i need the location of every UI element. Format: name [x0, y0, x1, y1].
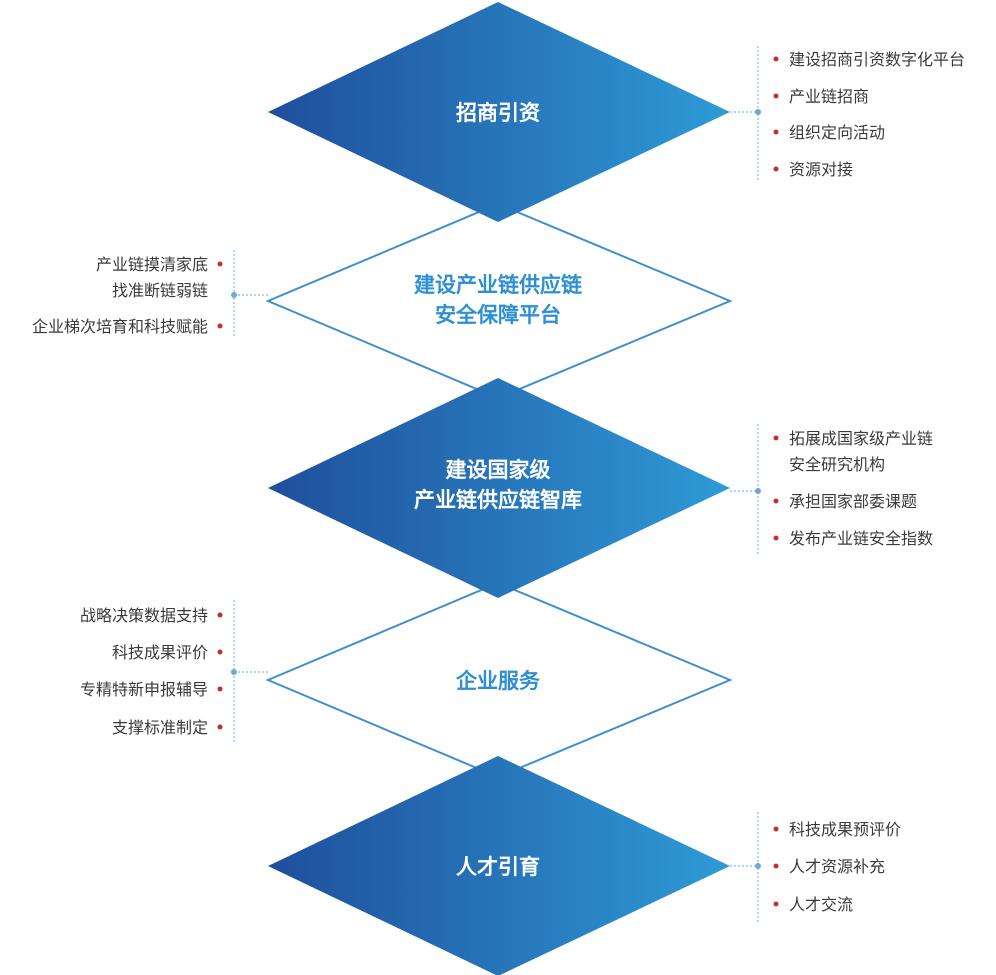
annotation-item: 科技成果评价 — [112, 643, 208, 662]
annotation-item: 人才交流 — [789, 895, 853, 914]
annotation-item: 承担国家部委课题 — [789, 492, 917, 511]
node-title-enterprise-service: 企业服务 — [455, 669, 541, 693]
bullet — [773, 498, 779, 504]
connector-dot-think-tank — [755, 488, 761, 494]
bullet — [773, 901, 779, 907]
bullet — [217, 686, 223, 692]
bullet — [773, 166, 779, 172]
annotation-item: 资源对接 — [789, 160, 853, 179]
annotation-item: 专精特新申报辅导 — [80, 680, 208, 699]
annotation-item-continued: 找准断链弱链 — [112, 281, 208, 300]
diamond-filled-talent — [268, 756, 730, 975]
annotation-item: 人才资源补充 — [789, 857, 885, 876]
bullet — [773, 863, 779, 869]
connector-dot-talent — [755, 863, 761, 869]
bullet — [773, 56, 779, 62]
bullet — [217, 724, 223, 730]
annotation-item-continued: 安全研究机构 — [789, 455, 885, 474]
bullet — [217, 261, 223, 267]
annotation-item: 战略决策数据支持 — [80, 606, 208, 625]
node-title-think-tank-line2: 产业链供应链智库 — [414, 488, 582, 512]
bullet — [217, 612, 223, 618]
connector-dot-security-platform — [231, 292, 237, 298]
annotation-item: 建设招商引资数字化平台 — [789, 50, 965, 69]
bullet — [773, 93, 779, 99]
diamond-outline-security-platform — [265, 202, 733, 400]
diamond-filled-think-tank — [268, 378, 730, 598]
annotation-item: 产业链招商 — [789, 87, 869, 106]
bullet — [217, 323, 223, 329]
node-title-think-tank-line1: 建设国家级 — [446, 458, 551, 482]
node-title-security-platform-line1: 建设产业链供应链 — [414, 273, 583, 297]
node-title-investment: 招商引资 — [456, 101, 540, 125]
bullet — [773, 129, 779, 135]
annotation-item: 企业梯次培育和科技赋能 — [32, 317, 208, 336]
node-title-talent: 人才引育 — [456, 855, 540, 879]
connector-dot-investment — [755, 109, 761, 115]
bullet — [773, 435, 779, 441]
bullet — [217, 649, 223, 655]
annotation-item: 组织定向活动 — [789, 123, 885, 142]
diamond-filled-investment — [268, 2, 730, 222]
annotation-item: 科技成果预评价 — [789, 820, 901, 839]
annotation-item: 拓展成国家级产业链 — [789, 429, 933, 448]
annotation-item: 支撑标准制定 — [112, 718, 208, 737]
bullet — [773, 535, 779, 541]
connector-dot-enterprise-service — [231, 669, 237, 675]
bullet — [773, 826, 779, 832]
node-title-security-platform-line2: 安全保障平台 — [435, 303, 561, 327]
annotation-item: 产业链摸清家底 — [96, 255, 208, 274]
annotation-item: 发布产业链安全指数 — [789, 529, 933, 548]
